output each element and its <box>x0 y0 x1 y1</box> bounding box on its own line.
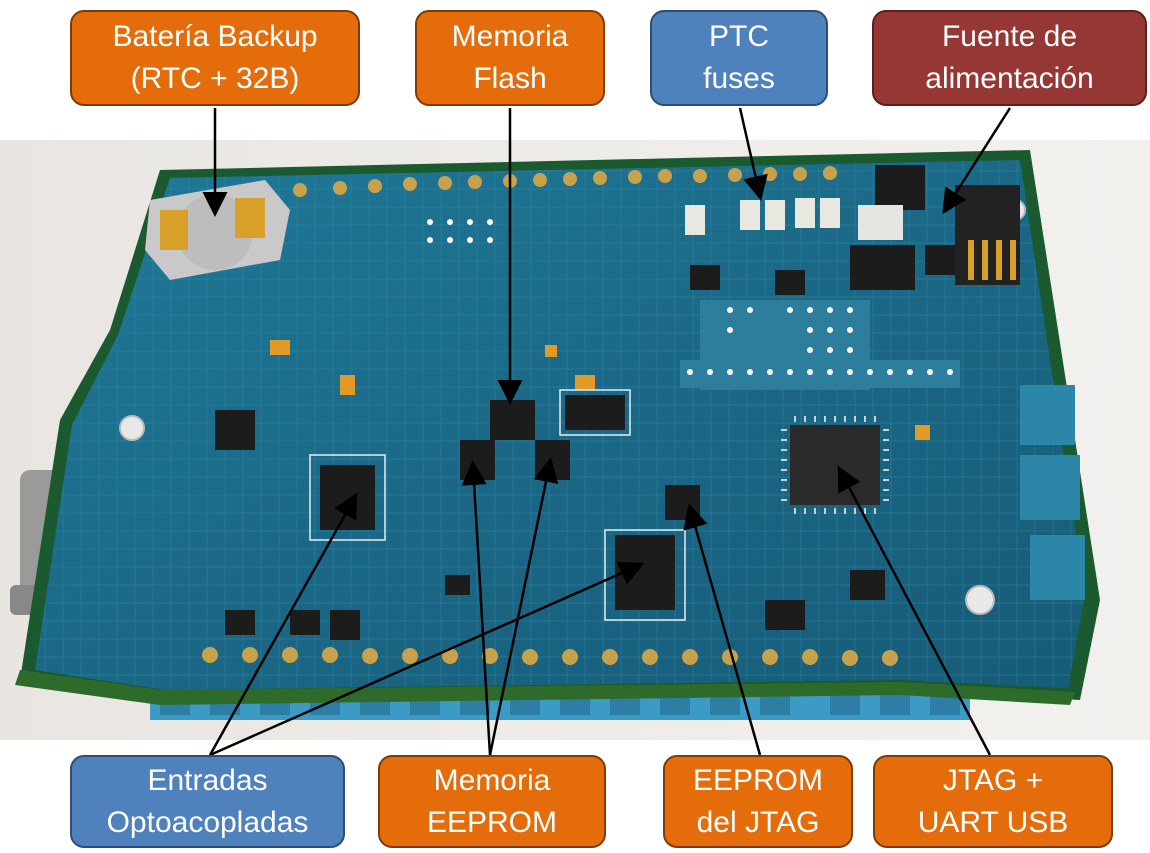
callout-fuente-line1: Fuente de <box>941 20 1078 53</box>
callout-entradas-optoacopladas: Entradas Optoacopladas <box>70 755 345 848</box>
callout-memoria-eeprom: Memoria EEPROM <box>378 755 606 848</box>
callout-ptc-line2: fuses <box>703 62 775 95</box>
callout-ptc-line1: PTC <box>709 20 769 53</box>
callout-eeprom-line2: EEPROM <box>426 805 558 839</box>
callout-entradas-line1: Entradas <box>147 763 268 797</box>
via-grid <box>680 300 960 390</box>
callout-entradas-line2: Optoacopladas <box>106 805 309 839</box>
callout-bateria-line1: Batería Backup <box>112 20 318 53</box>
callout-flash-line2: Flash <box>473 62 547 95</box>
callout-eeprom-jtag-line2: del JTAG <box>696 805 820 839</box>
callout-jtag-uart-usb: JTAG + UART USB <box>873 755 1113 848</box>
callout-memoria-flash: Memoria Flash <box>415 10 605 106</box>
callout-bateria-line2: (RTC + 32B) <box>130 62 300 95</box>
callout-jtag-uart-line1: JTAG + <box>942 763 1044 797</box>
callout-eeprom-jtag-line1: EEPROM <box>692 763 824 797</box>
callout-eeprom-line1: Memoria <box>433 763 551 797</box>
callout-fuente-alimentacion: Fuente de alimentación <box>872 10 1147 106</box>
battery-holder <box>145 180 290 280</box>
callout-bateria-backup: Batería Backup (RTC + 32B) <box>70 10 360 106</box>
power-supply-parts <box>850 165 1020 290</box>
callout-jtag-uart-line2: UART USB <box>917 805 1069 839</box>
capacitors <box>270 340 930 440</box>
header-pads-top <box>293 166 837 197</box>
callout-eeprom-del-jtag: EEPROM del JTAG <box>663 755 853 848</box>
callout-flash-line1: Memoria <box>451 20 569 53</box>
ptc-fuse-parts <box>685 198 840 235</box>
callout-fuente-line2: alimentación <box>925 62 1094 95</box>
right-side-pads <box>1020 385 1085 600</box>
callout-ptc-fuses: PTC fuses <box>650 10 828 106</box>
